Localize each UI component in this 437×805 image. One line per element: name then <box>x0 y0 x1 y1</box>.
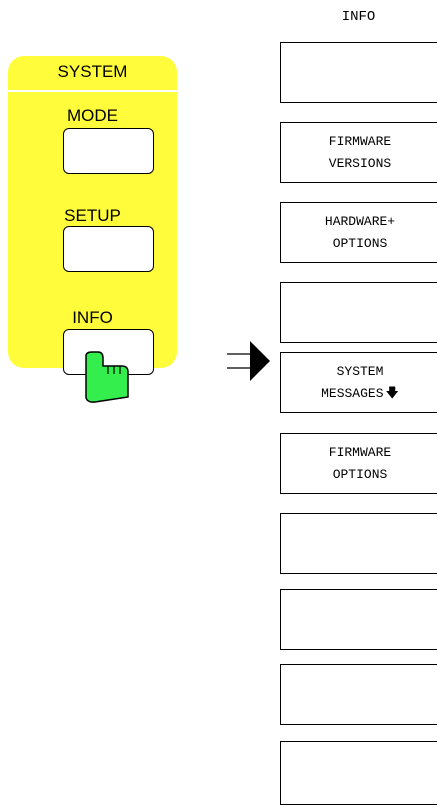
setup-key-label: SETUP <box>64 206 121 225</box>
softkey-8[interactable] <box>280 589 437 650</box>
softkey-2-line2: VERSIONS <box>328 155 392 171</box>
softkey-4[interactable] <box>280 282 437 343</box>
softkey-6-line2: OPTIONS <box>332 466 388 482</box>
softkey-3-line2: OPTIONS <box>332 235 388 251</box>
hardware-options-softkey[interactable]: HARDWARE+ OPTIONS <box>280 202 437 263</box>
system-messages-softkey[interactable]: SYSTEM MESSAGES🡇 <box>280 352 437 413</box>
mode-key-label: MODE <box>67 106 118 125</box>
softkey-2-line1: FIRMWARE <box>328 133 392 149</box>
softkey-7[interactable] <box>280 513 437 574</box>
softkey-3-line1: HARDWARE+ <box>324 213 396 229</box>
info-key-label: INFO <box>72 308 113 327</box>
softkey-5-line1: SYSTEM <box>336 363 384 379</box>
arrow-down-icon: 🡇 <box>385 385 399 401</box>
softkey-10[interactable] <box>280 741 437 805</box>
mode-key[interactable] <box>63 128 154 174</box>
setup-key[interactable] <box>63 226 154 272</box>
arrow-right-icon <box>227 341 270 381</box>
softkey-5-line2-wrap: MESSAGES🡇 <box>321 383 399 405</box>
softkey-6-line1: FIRMWARE <box>328 444 392 460</box>
firmware-versions-softkey[interactable]: FIRMWARE VERSIONS <box>280 122 437 183</box>
softkey-9[interactable] <box>280 664 437 725</box>
softkey-menu-title: INFO <box>341 9 376 25</box>
firmware-options-softkey[interactable]: FIRMWARE OPTIONS <box>280 433 437 494</box>
system-panel-title: SYSTEM <box>57 62 128 81</box>
softkey-5-line2: MESSAGES <box>321 385 384 401</box>
pointing-hand-icon <box>85 351 129 403</box>
softkey-1[interactable] <box>280 42 437 103</box>
system-panel: MODE SETUP INFO <box>8 92 177 375</box>
system-panel-header: SYSTEM <box>8 56 177 90</box>
